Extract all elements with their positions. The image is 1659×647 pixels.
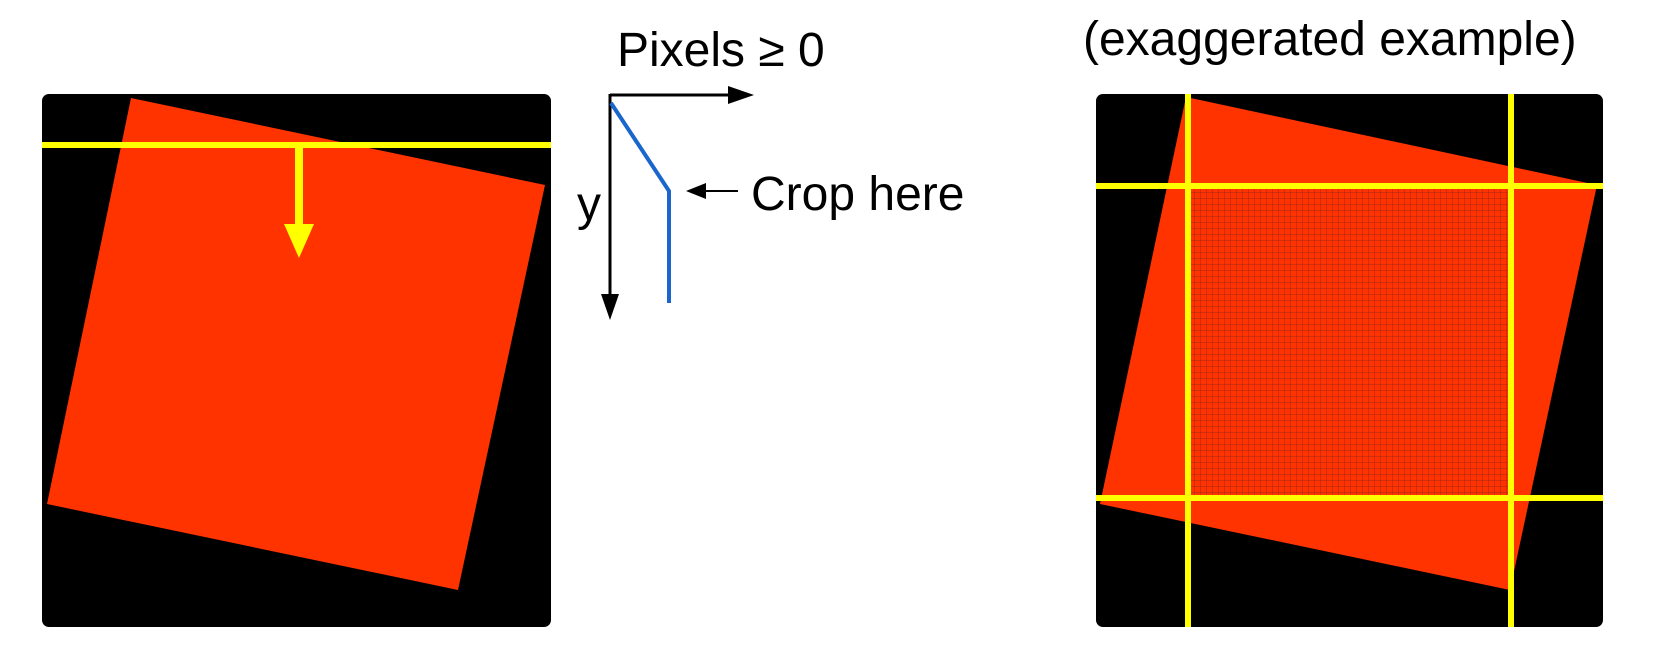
- left-panel: [42, 94, 551, 627]
- crop-lines: [1096, 94, 1603, 627]
- pixel-profile-line: [609, 101, 671, 303]
- arrow-left-icon: [686, 183, 738, 199]
- y-axis-label: y: [577, 178, 601, 231]
- pixels-axis-label: Pixels ≥ 0: [617, 24, 825, 77]
- left-rotated-image: [47, 98, 545, 590]
- cropped-region: [1190, 189, 1508, 495]
- crop-here-label: Crop here: [751, 168, 964, 221]
- axes-diagram: Pixels ≥ 0 y Crop here: [577, 24, 964, 320]
- right-panel: (exaggerated example): [1083, 13, 1603, 627]
- x-axis-arrow: [610, 86, 754, 104]
- arrow-down-icon: [284, 145, 314, 258]
- exaggerated-example-label: (exaggerated example): [1083, 13, 1577, 66]
- y-axis-arrow: [601, 94, 619, 320]
